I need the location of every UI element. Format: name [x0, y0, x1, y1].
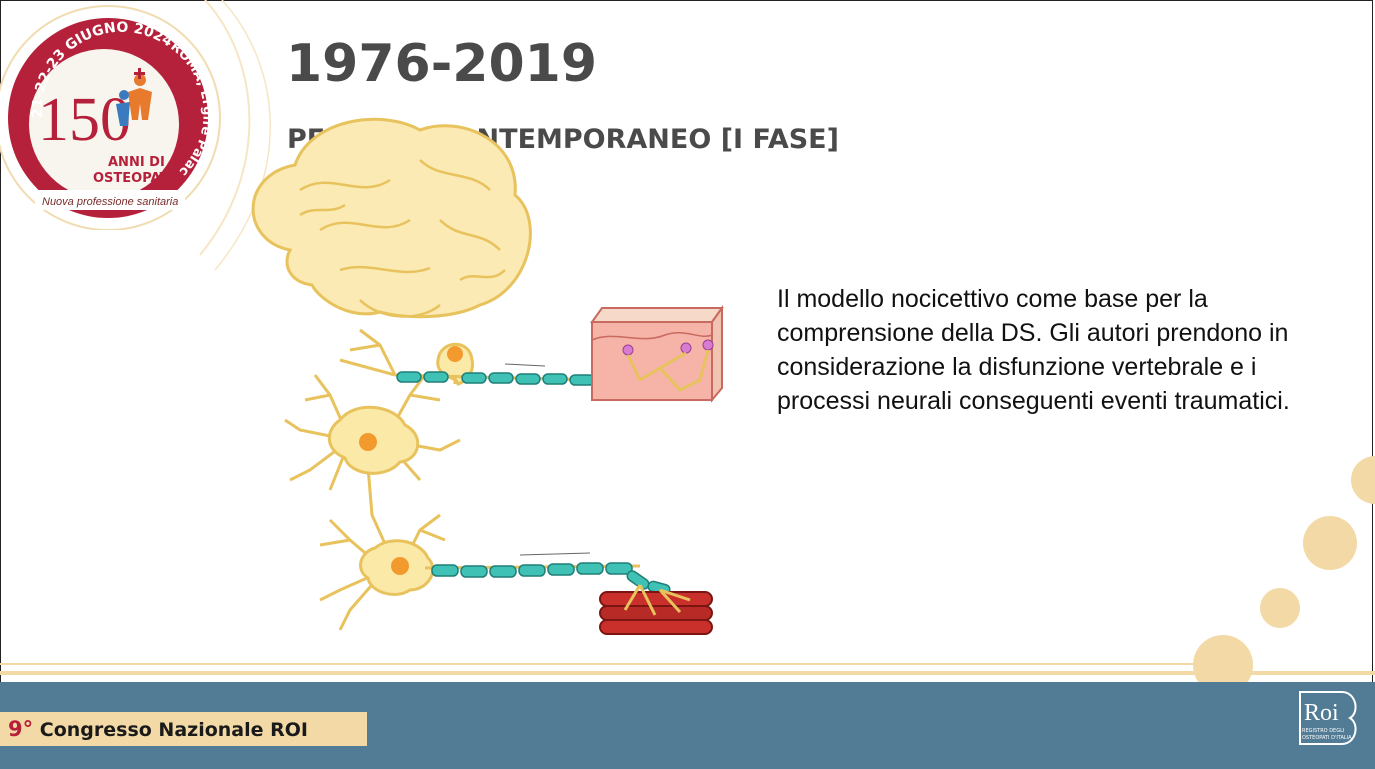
gold-circle [1351, 456, 1375, 504]
footer-congress-label: 9° Congresso Nazionale ROI [0, 712, 367, 746]
slide-body-text: Il modello nocicettivo come base per la … [777, 285, 1290, 415]
roi-line2: OSTEOPATI D'ITALIA [1302, 735, 1352, 741]
roi-line1: REGISTRO DEGLI [1302, 728, 1344, 734]
roi-logo: Roi REGISTRO DEGLI OSTEOPATI D'ITALIA [1299, 691, 1357, 745]
event-number: 150 [38, 86, 131, 154]
event-logo: 21-22-23 GIUGNO 2024 ROMA, Ergife Palace… [0, 0, 221, 230]
gold-circle [1260, 588, 1300, 628]
gold-circle [1193, 635, 1253, 695]
skin-tissue-icon [590, 304, 724, 403]
event-line1: ANNI DI [108, 155, 165, 170]
gold-circle [1303, 516, 1357, 570]
roi-mark: Roi [1304, 700, 1339, 726]
brain-icon [251, 117, 532, 319]
motor-axon [424, 552, 671, 596]
slide-title: 1976-2019 [286, 34, 598, 94]
congress-name: Congresso Nazionale ROI [39, 719, 308, 741]
people-icon [116, 68, 152, 126]
event-tagline: Nuova professione sanitaria [42, 196, 178, 208]
congress-number: 9° [8, 717, 34, 741]
muscle-tissue-icon [599, 584, 713, 635]
event-line2: OSTEOPATIA [93, 171, 183, 186]
